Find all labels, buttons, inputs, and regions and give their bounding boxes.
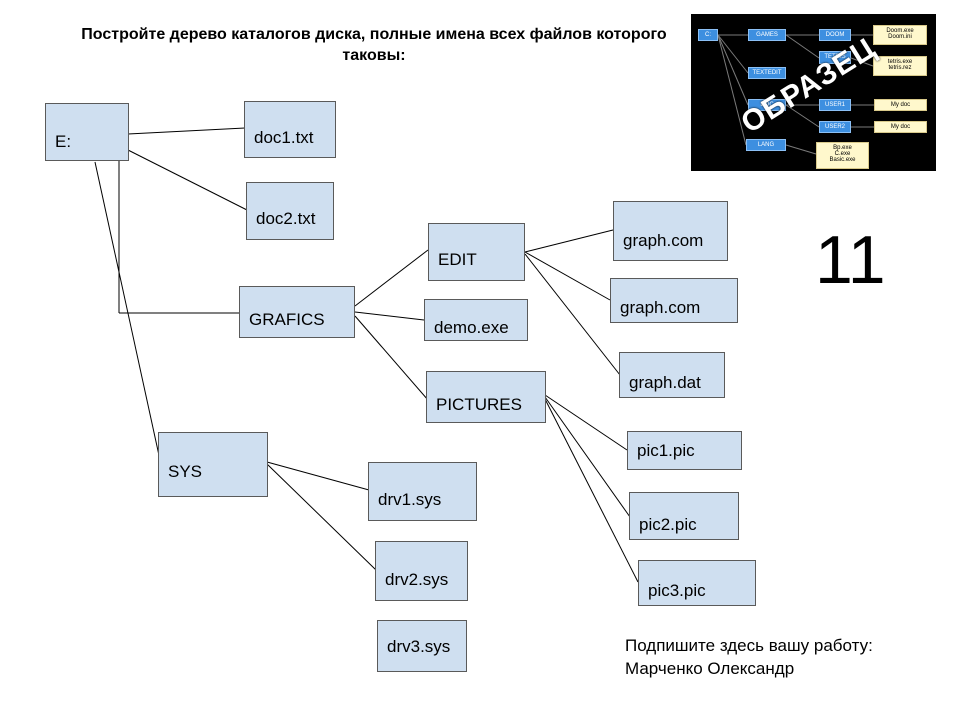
variant-number: 11 — [815, 222, 886, 298]
connector-root-doc1 — [127, 127, 246, 135]
sample-connectors — [717, 34, 874, 155]
signature-prompt: Подпишите здесь вашу работу: — [625, 636, 873, 655]
sample-image: C: GAMES DOOM TETRIS TEXTEDIT DOC USER1 … — [691, 14, 936, 171]
connector-pictures-pic2 — [544, 396, 631, 518]
connector-root-doc2 — [127, 149, 248, 211]
sample-file-basic: Basic.exe — [829, 157, 856, 163]
connector-sys-drv1 — [266, 461, 370, 491]
connector-grafics-demo — [354, 311, 425, 321]
sample-node-games: GAMES — [748, 29, 786, 41]
connector-edit-graph1 — [524, 229, 614, 253]
node-root: E: — [45, 103, 129, 161]
node-drv1: drv1.sys — [368, 462, 477, 521]
sample-node-lang: LANG — [746, 139, 786, 151]
sample-node-user2: USER2 — [819, 121, 851, 133]
connector-grafics-edit — [354, 249, 429, 307]
node-pictures: PICTURES — [426, 371, 546, 423]
node-edit: EDIT — [428, 223, 525, 281]
sample-file-mydoc-1: My doc — [874, 99, 927, 111]
sample-node-doom: DOOM — [819, 29, 851, 41]
sample-node-tetris: TETRIS — [819, 51, 851, 64]
node-sys: SYS — [158, 432, 268, 497]
sample-file-tetris: tetris.exe tetris.rez — [873, 56, 927, 76]
connector-pictures-pic3 — [544, 398, 639, 583]
connector-edit-graphdat — [524, 253, 621, 376]
node-grafics: GRAFICS — [239, 286, 355, 338]
node-graph-com-2: graph.com — [610, 278, 738, 323]
sample-file-lang: Bp.exe C.exe Basic.exe — [816, 142, 869, 169]
sample-file-mydoc-2: My doc — [874, 121, 927, 133]
node-doc1: doc1.txt — [244, 101, 336, 158]
node-graph-com-1: graph.com — [613, 201, 728, 261]
sample-node-doc: DOC — [748, 99, 786, 111]
sample-file-doom: Doom.exe Doom.ini — [873, 25, 927, 45]
task-title: Постройте дерево каталогов диска, полные… — [81, 26, 667, 64]
connector-pictures-pic1 — [544, 394, 628, 451]
node-drv3: drv3.sys — [377, 620, 467, 672]
node-graph-dat: graph.dat — [619, 352, 725, 398]
sample-node-user1: USER1 — [819, 99, 851, 111]
sample-file-c: C.exe — [834, 151, 851, 157]
node-doc2: doc2.txt — [246, 182, 334, 240]
sample-file-bp: Bp.exe — [833, 145, 852, 151]
sample-file-tetris-rez: tetris.rez — [888, 65, 912, 71]
sample-node-c: C: — [698, 29, 718, 41]
connector-root-sys — [94, 161, 161, 461]
connector-grafics-pictures — [354, 315, 429, 401]
node-pic1: pic1.pic — [627, 431, 742, 470]
node-drv2: drv2.sys — [375, 541, 468, 601]
connector-edit-graph2 — [524, 251, 611, 301]
node-demo: demo.exe — [424, 299, 528, 341]
signature-name: Марченко Олександр — [625, 659, 795, 678]
node-pic2: pic2.pic — [629, 492, 739, 540]
sample-file-doom-exe: Doom.exe — [886, 28, 914, 34]
connector-sys-drv2 — [266, 463, 377, 571]
sample-node-textedit: TEXTEDIT — [748, 67, 786, 79]
node-pic3: pic3.pic — [638, 560, 756, 606]
signature-block: Подпишите здесь вашу работу: Марченко Ол… — [625, 634, 873, 680]
sample-file-tetris-exe: tetris.exe — [887, 59, 913, 65]
sample-file-doom-ini: Doom.ini — [888, 34, 912, 40]
